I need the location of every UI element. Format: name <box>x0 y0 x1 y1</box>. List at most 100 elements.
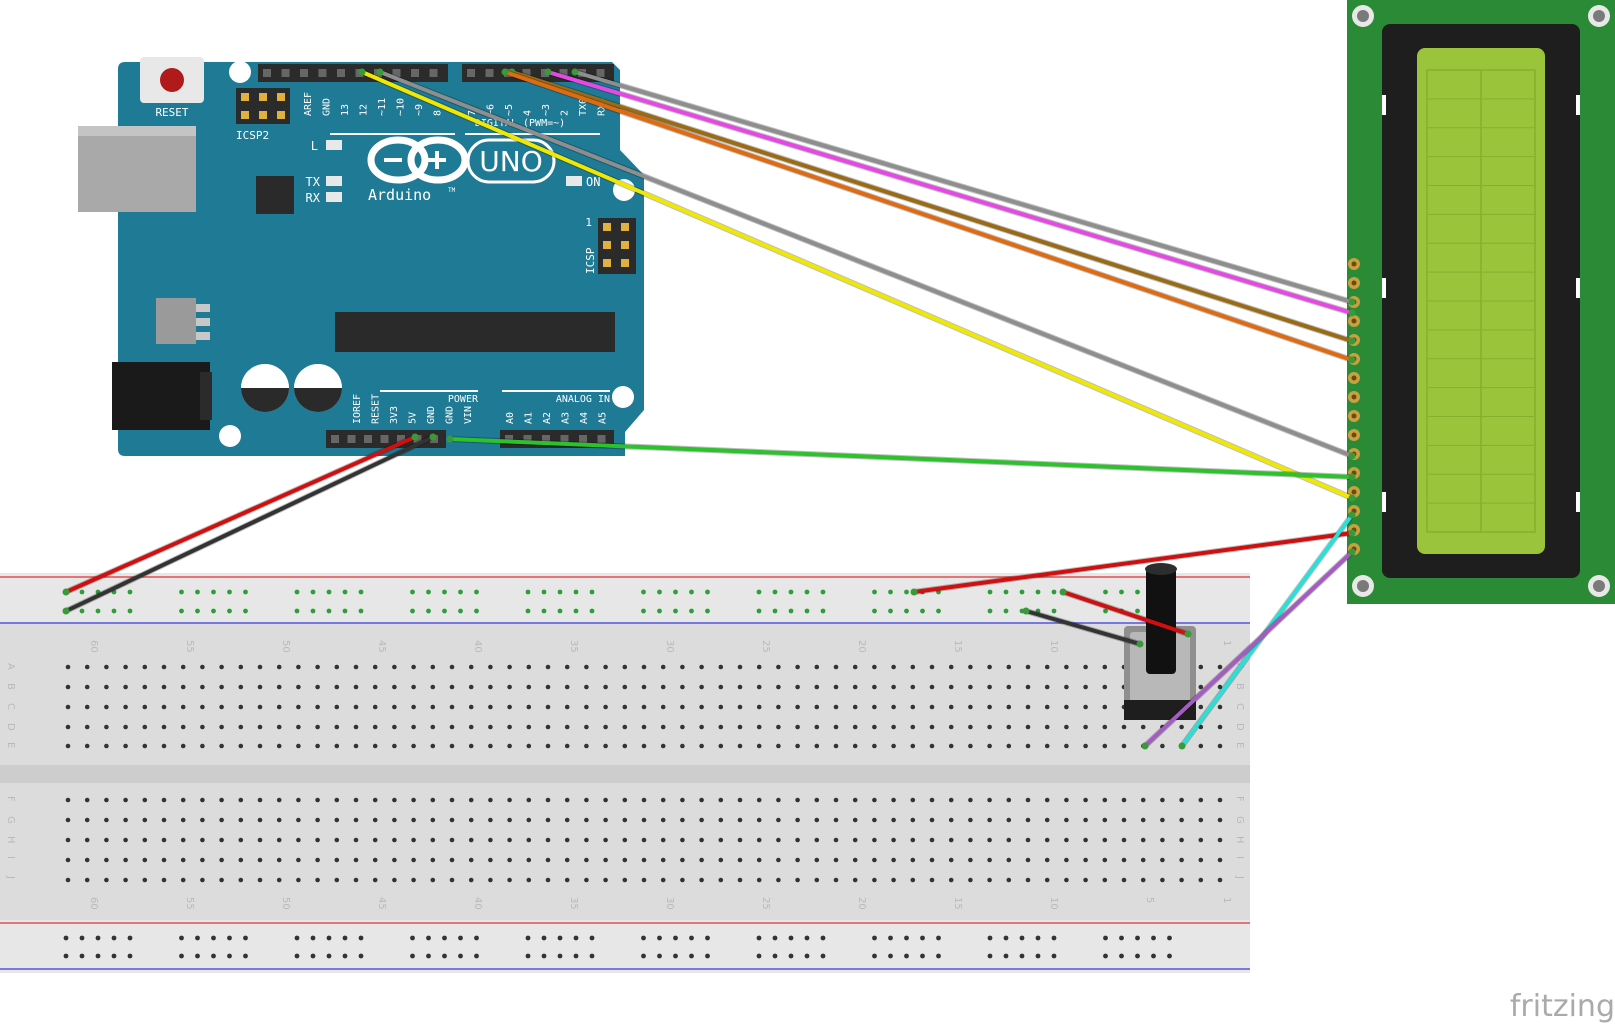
breadboard-hole[interactable] <box>123 877 128 883</box>
breadboard-hole[interactable] <box>910 743 916 749</box>
breadboard-hole[interactable] <box>507 837 512 843</box>
breadboard-hole[interactable] <box>718 857 724 863</box>
breadboard-hole[interactable] <box>142 664 148 670</box>
breadboard-hole[interactable] <box>891 837 896 843</box>
breadboard-hole[interactable] <box>948 743 954 749</box>
breadboard-hole[interactable] <box>488 837 493 843</box>
power-rail-hole[interactable] <box>525 935 531 941</box>
breadboard-hole[interactable] <box>219 797 224 803</box>
power-rail-hole[interactable] <box>705 589 710 595</box>
breadboard-hole[interactable] <box>1217 664 1223 670</box>
power-rail-hole[interactable] <box>358 589 364 595</box>
breadboard-hole[interactable] <box>968 704 973 710</box>
power-rail-hole[interactable] <box>541 589 547 595</box>
breadboard-hole[interactable] <box>1160 743 1165 749</box>
power-rail-hole[interactable] <box>1051 935 1057 941</box>
breadboard-hole[interactable] <box>392 664 397 670</box>
power-rail-hole[interactable] <box>525 608 531 614</box>
breadboard-hole[interactable] <box>84 664 90 670</box>
breadboard-hole[interactable] <box>852 704 858 710</box>
power-rail-hole[interactable] <box>211 935 216 941</box>
breadboard-hole[interactable] <box>315 664 320 670</box>
breadboard-hole[interactable] <box>353 724 359 730</box>
power-rail-hole[interactable] <box>195 608 200 614</box>
power-rail-hole[interactable] <box>458 935 463 941</box>
breadboard-hole[interactable] <box>430 743 436 749</box>
breadboard-hole[interactable] <box>795 817 800 823</box>
breadboard-hole[interactable] <box>1083 857 1088 863</box>
breadboard-hole[interactable] <box>699 704 704 710</box>
breadboard-hole[interactable] <box>180 664 186 670</box>
breadboard-hole[interactable] <box>814 704 820 710</box>
breadboard-hole[interactable] <box>545 797 551 803</box>
breadboard-hole[interactable] <box>315 743 320 749</box>
power-rail-hole[interactable] <box>788 935 794 941</box>
power-rail-hole[interactable] <box>310 589 316 595</box>
breadboard-hole[interactable] <box>564 837 570 843</box>
breadboard-hole[interactable] <box>737 743 743 749</box>
breadboard-hole[interactable] <box>200 664 205 670</box>
breadboard-hole[interactable] <box>968 724 973 730</box>
power-rail-hole[interactable] <box>1051 608 1057 614</box>
breadboard-hole[interactable] <box>872 797 877 803</box>
power-rail-hole[interactable] <box>474 953 479 959</box>
header-pin[interactable] <box>318 69 327 77</box>
breadboard-hole[interactable] <box>1121 857 1127 863</box>
breadboard-hole[interactable] <box>257 684 263 690</box>
breadboard-hole[interactable] <box>430 704 436 710</box>
breadboard-hole[interactable] <box>449 797 455 803</box>
power-rail-hole[interactable] <box>1151 935 1156 941</box>
breadboard-hole[interactable] <box>1217 743 1223 749</box>
breadboard-hole[interactable] <box>1044 684 1050 690</box>
breadboard-hole[interactable] <box>584 664 589 670</box>
power-rail-hole[interactable] <box>294 953 300 959</box>
power-rail-hole[interactable] <box>310 608 316 614</box>
breadboard-hole[interactable] <box>219 817 224 823</box>
breadboard-hole[interactable] <box>872 684 877 690</box>
breadboard-hole[interactable] <box>891 817 896 823</box>
breadboard-hole[interactable] <box>526 743 532 749</box>
breadboard-hole[interactable] <box>737 684 743 690</box>
breadboard-hole[interactable] <box>1102 877 1108 883</box>
breadboard-hole[interactable] <box>756 857 762 863</box>
breadboard-hole[interactable] <box>334 743 340 749</box>
power-rail-hole[interactable] <box>1135 953 1140 959</box>
breadboard-hole[interactable] <box>641 724 647 730</box>
header-pin[interactable] <box>337 69 345 77</box>
breadboard-hole[interactable] <box>660 684 666 690</box>
breadboard-hole[interactable] <box>276 857 282 863</box>
breadboard-hole[interactable] <box>84 724 90 730</box>
breadboard-hole[interactable] <box>488 684 493 690</box>
breadboard-hole[interactable] <box>276 817 282 823</box>
power-rail-hole[interactable] <box>1135 589 1140 595</box>
breadboard-hole[interactable] <box>507 684 512 690</box>
breadboard-hole[interactable] <box>1044 817 1050 823</box>
breadboard-hole[interactable] <box>315 684 320 690</box>
breadboard-hole[interactable] <box>756 704 762 710</box>
breadboard-hole[interactable] <box>929 877 935 883</box>
power-rail-hole[interactable] <box>195 589 200 595</box>
power-rail-hole[interactable] <box>442 608 447 614</box>
breadboard-hole[interactable] <box>795 704 800 710</box>
power-rail-hole[interactable] <box>358 935 364 941</box>
breadboard-hole[interactable] <box>334 837 340 843</box>
breadboard-hole[interactable] <box>699 743 704 749</box>
breadboard-hole[interactable] <box>1140 724 1146 730</box>
breadboard-hole[interactable] <box>161 877 167 883</box>
breadboard-hole[interactable] <box>104 684 109 690</box>
breadboard-hole[interactable] <box>104 704 109 710</box>
power-rail-hole[interactable] <box>820 953 826 959</box>
breadboard-hole[interactable] <box>1064 797 1069 803</box>
power-rail-hole[interactable] <box>904 953 909 959</box>
breadboard-hole[interactable] <box>315 704 320 710</box>
breadboard-hole[interactable] <box>200 837 205 843</box>
power-rail-hole[interactable] <box>904 935 909 941</box>
power-rail-hole[interactable] <box>756 608 762 614</box>
breadboard-hole[interactable] <box>872 704 877 710</box>
breadboard-hole[interactable] <box>334 704 340 710</box>
breadboard-hole[interactable] <box>1102 857 1108 863</box>
header-pin[interactable] <box>411 69 419 77</box>
breadboard-hole[interactable] <box>1217 877 1223 883</box>
power-rail-hole[interactable] <box>1003 589 1009 595</box>
power-rail-hole[interactable] <box>573 953 579 959</box>
